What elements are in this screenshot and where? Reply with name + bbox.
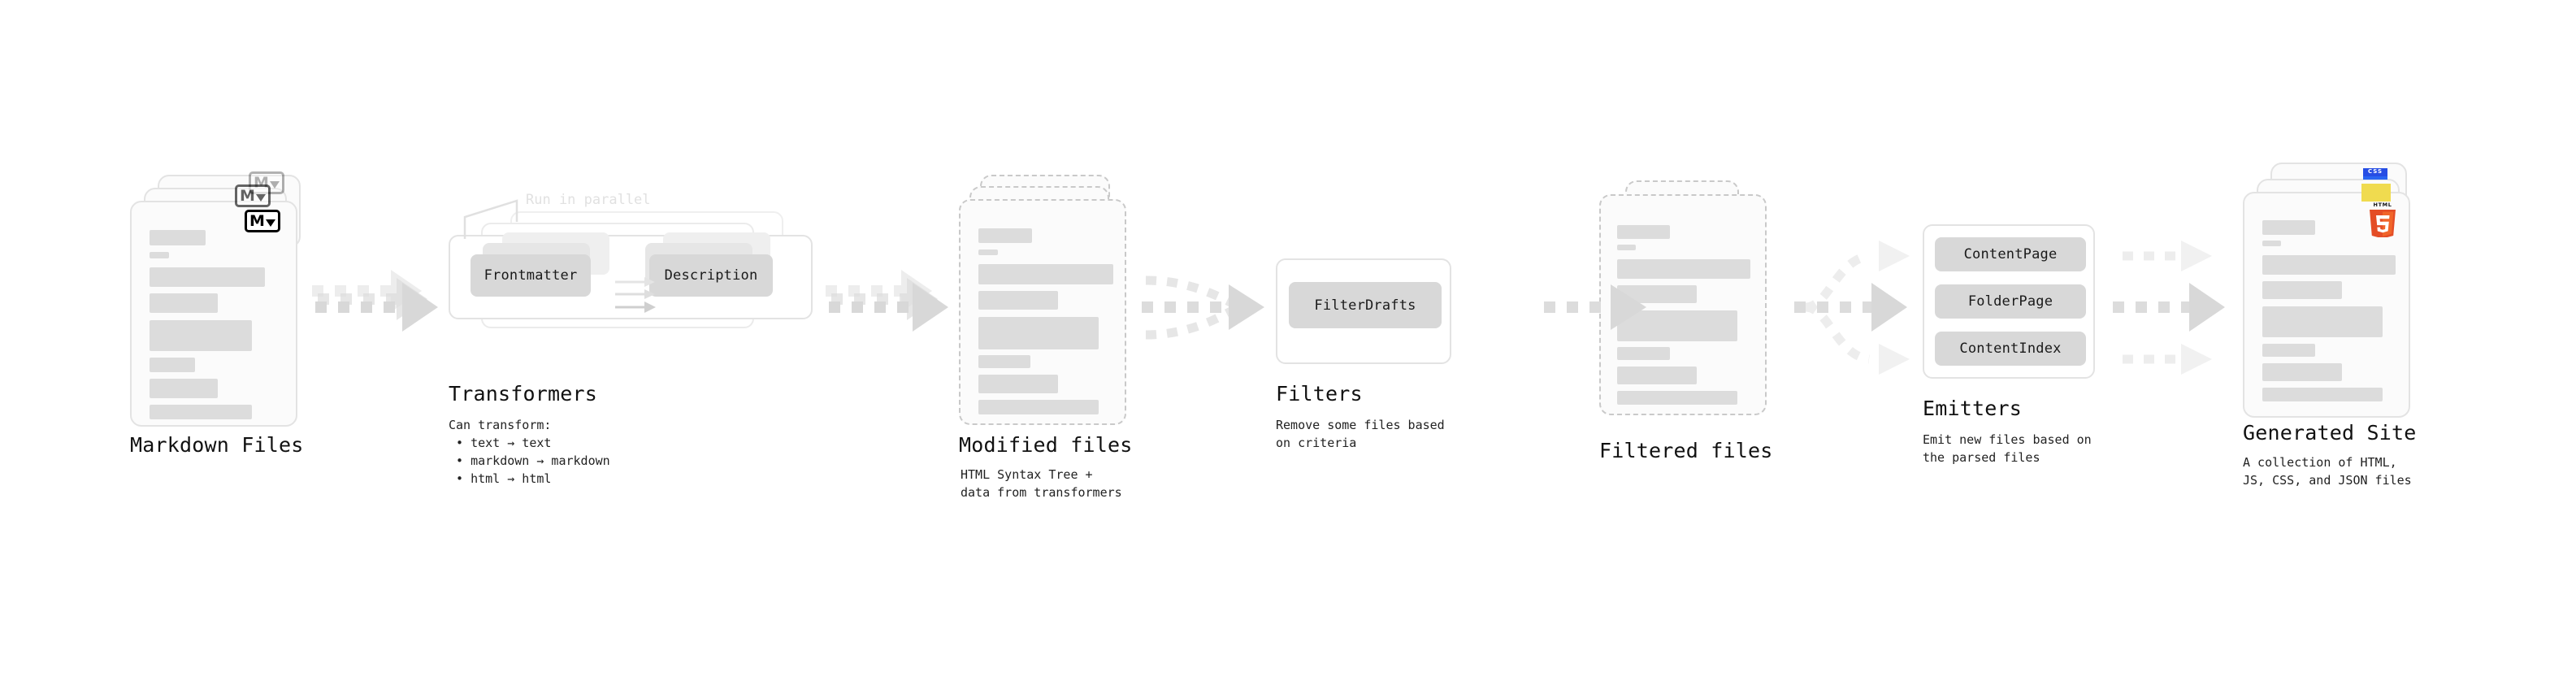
skeleton-bar	[1617, 285, 1697, 303]
stage-subtitle-generated-site: A collection of HTML, JS, CSS, and JSON …	[2243, 455, 2412, 488]
stage-title-emitters: Emitters	[1923, 397, 2023, 420]
skeleton-bar	[978, 264, 1113, 284]
transformers-box-front: Frontmatter Frontmatter Frontmatter Desc…	[449, 232, 813, 319]
js-badge-icon	[2361, 184, 2391, 202]
modified-file-stack[interactable]	[959, 175, 1130, 427]
skeleton-bar	[2262, 306, 2383, 337]
stage-subtitle-modified-files: HTML Syntax Tree + data from transformer…	[961, 467, 1122, 500]
skeleton-bar	[2262, 281, 2342, 299]
skeleton-bar	[1617, 391, 1737, 405]
skeleton-bar	[978, 375, 1058, 393]
stage-generated-site: CSS HTML Generated Site A collection of …	[2243, 163, 2418, 488]
transformers-chip-description[interactable]: Description	[649, 254, 773, 297]
stage-title-filters: Filters	[1276, 382, 1363, 406]
markdown-file-stack[interactable]: M M M	[130, 171, 301, 427]
arrow-filtered-to-emitters	[1794, 241, 1910, 375]
markdown-badge-arrow	[255, 193, 266, 202]
stage-subtitle-emitters: Emit new files based on the parsed files	[1923, 432, 2092, 465]
filtered-sheet-front	[1599, 194, 1767, 415]
skeleton-bar	[2262, 220, 2315, 235]
modified-sheet-front	[959, 199, 1126, 425]
skeleton-bar	[978, 228, 1032, 243]
markdown-badge-icon-back-1: M	[235, 184, 271, 207]
markdown-badge-letter: M	[240, 186, 255, 205]
skeleton-bar	[150, 252, 169, 258]
emitters-chip-contentindex[interactable]: ContentIndex	[1935, 332, 2086, 366]
arrow-markdown-to-transformers	[312, 270, 438, 332]
transformers-chip-frontmatter[interactable]: Frontmatter	[471, 254, 591, 297]
arrow-modified-to-filters	[1142, 275, 1264, 340]
skeleton-bar	[2262, 388, 2383, 401]
filters-chip-filterdrafts[interactable]: FilterDrafts	[1289, 282, 1442, 328]
emitters-chip-contentpage[interactable]: ContentPage	[1935, 237, 2086, 271]
markdown-badge-arrow	[265, 219, 275, 227]
stage-title-modified-files: Modified files	[959, 433, 1133, 457]
stage-subtitle-transformers: Can transform: • text → text • markdown …	[449, 418, 610, 486]
stage-title-markdown-files: Markdown Files	[130, 433, 304, 457]
markdown-badge-arrow	[269, 180, 280, 189]
skeleton-bar	[1617, 259, 1750, 279]
skeleton-bar	[978, 400, 1099, 414]
skeleton-bar	[978, 249, 998, 255]
emitters-chip-folderpage[interactable]: FolderPage	[1935, 284, 2086, 319]
markdown-sheet-front	[130, 201, 297, 427]
skeleton-bar	[2262, 363, 2342, 381]
stage-filtered-files: Filtered files	[1599, 180, 1772, 462]
html5-badge-icon: HTML	[2366, 200, 2399, 239]
skeleton-bar	[2262, 241, 2281, 246]
skeleton-bar	[150, 267, 265, 287]
skeleton-bar	[978, 355, 1030, 368]
skeleton-bar	[1617, 225, 1670, 239]
stage-markdown-files: M M M Markdown Files	[130, 171, 303, 457]
skeleton-bar	[1617, 310, 1737, 341]
skeleton-bar	[150, 358, 195, 372]
stage-title-generated-site: Generated Site	[2243, 421, 2417, 445]
skeleton-bar	[1617, 367, 1697, 384]
stage-title-transformers: Transformers	[449, 382, 598, 406]
svg-text:HTML: HTML	[2374, 202, 2392, 208]
css-badge-label: CSS	[2367, 168, 2383, 175]
skeleton-bar	[150, 320, 252, 351]
skeleton-bar	[150, 293, 218, 313]
skeleton-bar	[978, 317, 1099, 349]
skeleton-bar	[150, 379, 218, 398]
stage-modified-files: Modified files HTML Syntax Tree + data f…	[959, 175, 1132, 500]
markdown-badge-letter: M	[249, 211, 265, 230]
arrow-transformers-to-modified	[826, 270, 948, 332]
skeleton-bar	[978, 291, 1058, 310]
run-in-parallel-label: Run in parallel	[526, 192, 651, 208]
emitters-box: ContentPage FolderPage ContentIndex	[1923, 224, 2095, 379]
site-sheet-front	[2243, 192, 2410, 418]
markdown-badge-icon: M	[245, 210, 280, 232]
filtered-file-stack[interactable]	[1599, 180, 1770, 424]
arrow-emitters-to-site	[2113, 241, 2225, 375]
filters-box: FilterDrafts	[1276, 258, 1451, 364]
css-badge-bar	[2363, 176, 2387, 180]
stage-subtitle-filters: Remove some files based on criteria	[1276, 418, 1445, 450]
skeleton-bar	[2262, 255, 2396, 275]
skeleton-bar	[1617, 347, 1670, 360]
skeleton-bar	[2262, 344, 2315, 357]
stage-title-filtered-files: Filtered files	[1599, 439, 1773, 462]
skeleton-bar	[150, 405, 252, 419]
css-badge-icon: CSS	[2363, 168, 2387, 180]
generated-site-stack[interactable]: CSS HTML	[2243, 163, 2418, 423]
skeleton-bar	[150, 230, 206, 245]
skeleton-bar	[1617, 245, 1636, 250]
